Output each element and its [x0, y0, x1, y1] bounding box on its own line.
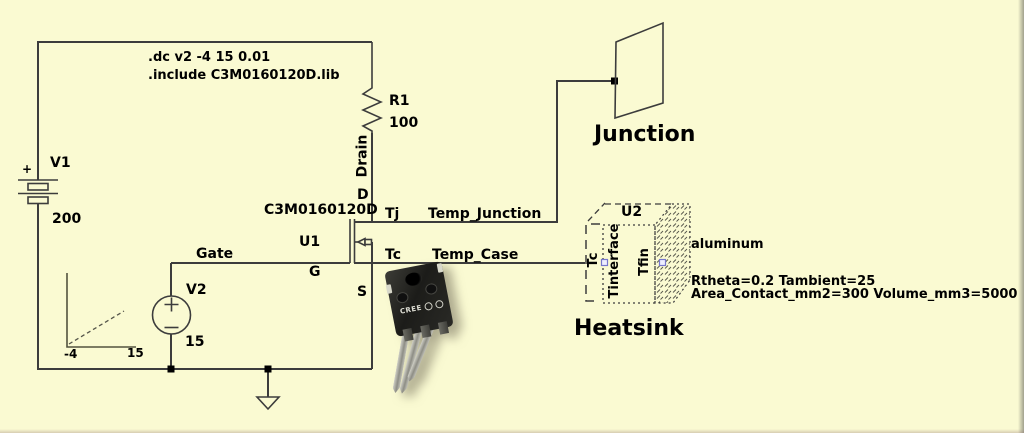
heatsink-refdes[interactable]: U2 — [621, 204, 643, 220]
mosfet-body-box — [364, 238, 373, 246]
v1-plus-sign: + — [22, 162, 33, 176]
transistor-notch — [385, 284, 393, 294]
transistor-lead-stub — [420, 324, 432, 339]
mosfet-pin-d: D — [357, 187, 369, 203]
transistor-body: CREE — [384, 261, 454, 342]
sweep-axis-min-label: -4 — [64, 347, 78, 361]
mosfet-symbol[interactable] — [349, 219, 373, 263]
transistor-hole-icon — [395, 291, 410, 305]
dot-ground-rail — [264, 365, 272, 373]
transistor-cert-mark-icon — [423, 301, 434, 311]
sweep-graph-icon — [66, 273, 136, 348]
sweep-graph-axes — [66, 273, 136, 348]
heatsink-fin-face — [654, 203, 691, 304]
transistor-mounting-hole-icon — [404, 271, 424, 288]
v1-battery-symbol[interactable] — [18, 179, 58, 205]
wires[interactable] — [37, 41, 613, 397]
heatsink-node-tfin-marker — [658, 258, 667, 267]
transistor-lead-stub — [402, 327, 414, 342]
net-label-drain[interactable]: Drain — [354, 134, 371, 178]
mosfet-pin-tj: Tj — [385, 206, 400, 222]
ground-symbol[interactable] — [255, 396, 281, 411]
transistor-notch — [436, 263, 444, 273]
heatsink-params-line1[interactable]: Rtheta=0.2 Tambient=25 — [691, 274, 876, 289]
heatsink-node-tc-marker — [600, 258, 609, 267]
net-label-gate[interactable]: Gate — [196, 246, 234, 262]
wire-tj-to-junction[interactable] — [354, 80, 613, 223]
transistor-brand-logo: CREE — [399, 303, 423, 316]
net-label-temp-case[interactable]: Temp_Case — [432, 247, 519, 263]
mosfet-pin-s: S — [357, 284, 368, 300]
wire-top-rail[interactable] — [37, 41, 372, 180]
v2-source-symbol[interactable] — [151, 295, 192, 335]
junction-symbol[interactable] — [614, 21, 664, 120]
heatsink-pin-tc: Tc — [585, 252, 601, 268]
net-label-temp-junction[interactable]: Temp_Junction — [428, 206, 542, 222]
v2-value[interactable]: 15 — [185, 334, 205, 350]
transistor-lead-stub — [437, 321, 450, 335]
r1-value[interactable]: 100 — [389, 115, 419, 131]
heatsink-top-edges — [587, 202, 672, 222]
transistor-hole-icon — [424, 282, 439, 296]
sweep-graph-ramp — [68, 310, 125, 345]
mosfet-refdes[interactable]: U1 — [299, 234, 321, 250]
r1-resistor-symbol[interactable] — [361, 42, 383, 133]
transistor-package-photo: CREE — [380, 258, 490, 408]
transistor-cert-mark-icon — [434, 299, 445, 309]
v1-value[interactable]: 200 — [52, 211, 82, 227]
mosfet-model-label[interactable]: C3M0160120D — [264, 202, 378, 218]
heatsink-symbol[interactable] — [585, 202, 691, 304]
dot-junction-pin — [611, 77, 618, 85]
r1-refdes[interactable]: R1 — [389, 93, 410, 109]
heatsink-title[interactable]: Heatsink — [574, 316, 684, 341]
v2-plus-icon — [164, 297, 179, 312]
junction-title[interactable]: Junction — [594, 122, 696, 147]
mosfet-body-arrow-icon — [356, 237, 366, 247]
battery-plate-short-1 — [27, 182, 49, 191]
heatsink-pin-tfin: Tfin — [636, 248, 652, 276]
v2-circle — [151, 295, 192, 335]
sweep-axis-max-label: 15 — [127, 346, 144, 360]
mosfet-pin-tc: Tc — [385, 247, 401, 263]
heatsink-material-label[interactable]: aluminum — [691, 237, 764, 252]
dot-v2-rail — [167, 365, 175, 373]
heatsink-params-line2[interactable]: Area_Contact_mm2=300 Volume_mm3=5000 — [691, 287, 1018, 302]
battery-plate-short-2 — [27, 196, 49, 205]
heatsink-pin-tinterface: Tinterface — [606, 223, 622, 299]
spice-directive-dc[interactable]: .dc v2 -4 15 0.01 — [148, 50, 271, 65]
connection-dots — [167, 77, 618, 373]
heatsink-tc-bracket — [585, 223, 600, 302]
mosfet-pin-g: G — [309, 264, 321, 280]
wire-bottom-rail[interactable] — [37, 203, 372, 370]
v1-refdes[interactable]: V1 — [50, 155, 71, 171]
v2-refdes[interactable]: V2 — [186, 282, 207, 298]
spice-directive-include[interactable]: .include C3M0160120D.lib — [148, 68, 340, 83]
